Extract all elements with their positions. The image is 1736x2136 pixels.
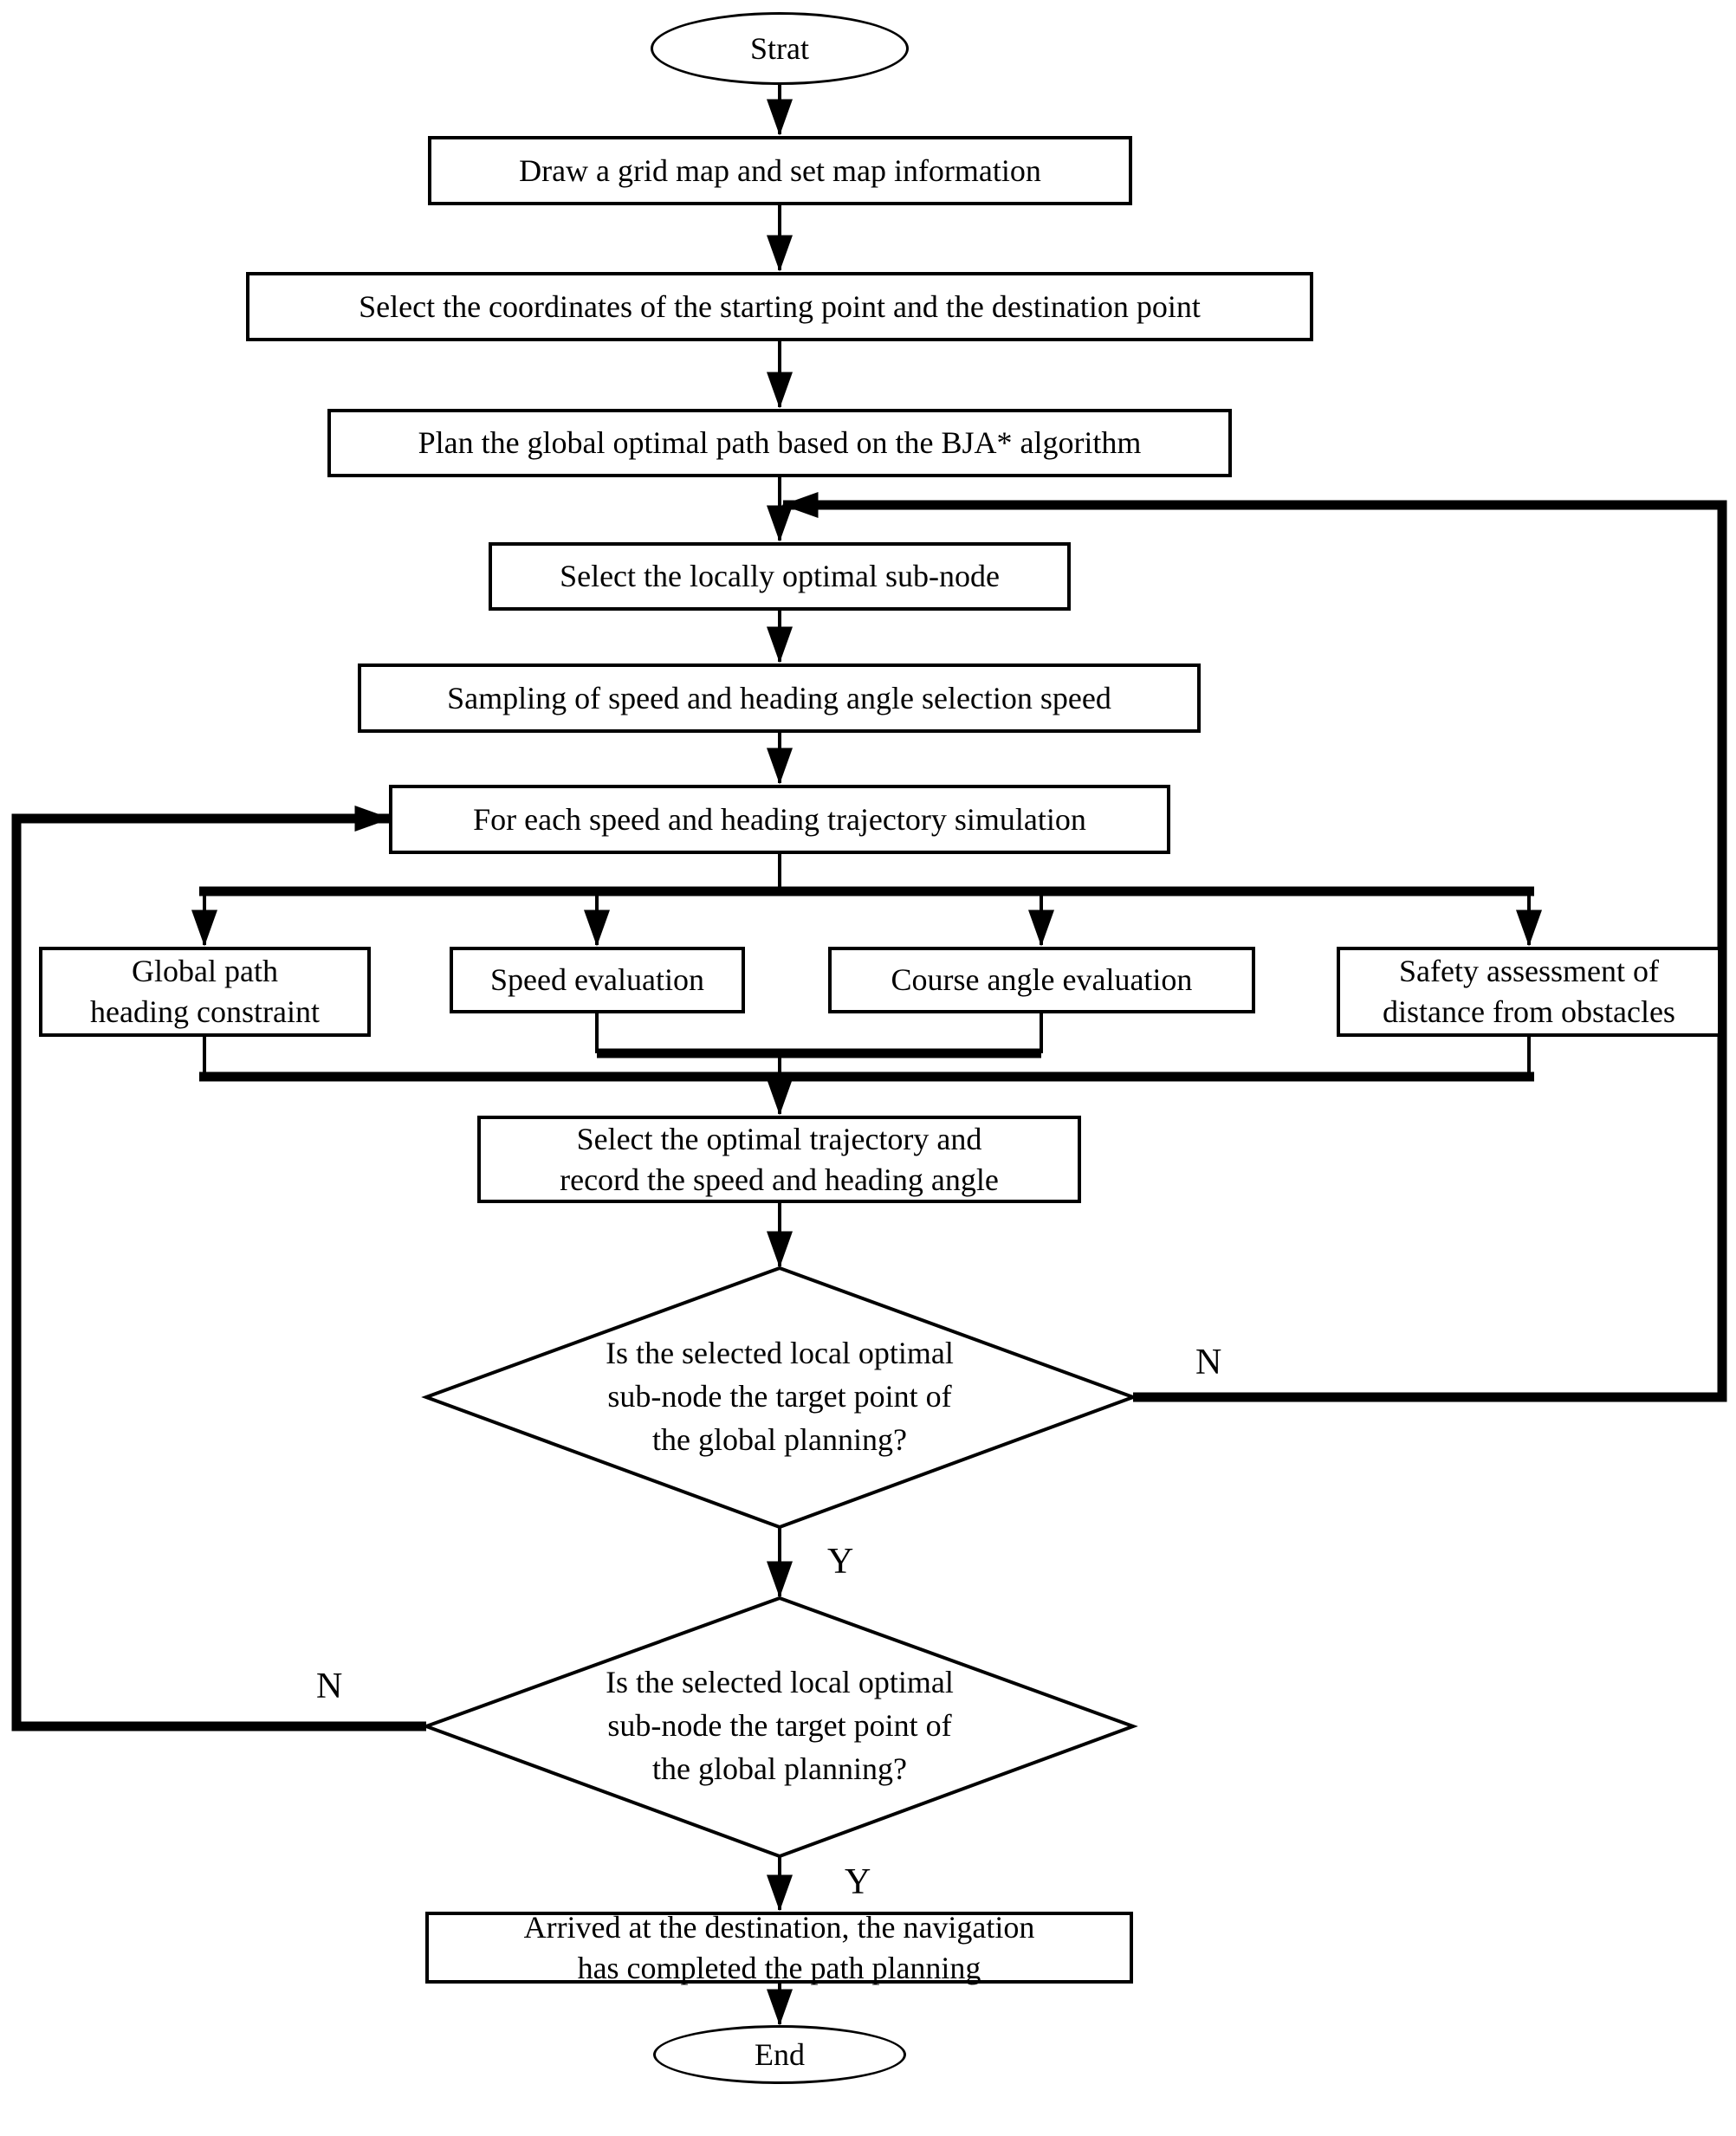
node-start-terminator: Strat — [651, 12, 909, 85]
node-select-optimal-trajectory: Select the optimal trajectory and record… — [477, 1116, 1081, 1203]
node-select-subnode: Select the locally optimal sub-node — [489, 542, 1071, 611]
edge-label-decision1-no: N — [1195, 1343, 1222, 1382]
node-global-path-heading-constraint: Global path heading constraint — [39, 947, 371, 1037]
edge-label-decision2-no: N — [316, 1667, 343, 1706]
edge-loop-right-no — [781, 492, 1727, 1402]
node-arrived-destination: Arrived at the destination, the navigati… — [425, 1910, 1133, 1985]
node-draw-grid-map: Draw a grid map and set map information — [428, 136, 1132, 205]
node-plan-global-path: Plan the global optimal path based on th… — [327, 409, 1232, 477]
node-speed-evaluation: Speed evaluation — [450, 947, 745, 1013]
edge-label-decision1-yes: Y — [827, 1542, 854, 1582]
decision1-text: Is the selected local optimal sub-node t… — [606, 1336, 954, 1457]
decision2-text: Is the selected local optimal sub-node t… — [606, 1665, 954, 1786]
node-safety-assessment: Safety assessment of distance from obsta… — [1337, 947, 1721, 1037]
node-course-angle-evaluation: Course angle evaluation — [828, 947, 1255, 1013]
edge-label-decision2-yes: Y — [845, 1862, 871, 1902]
edge-loop-left-no — [11, 806, 426, 1731]
edge-buses — [199, 886, 1534, 1082]
edges-main-flow — [191, 85, 1542, 2026]
node-end-terminator: End — [653, 2025, 906, 2084]
node-select-coordinates: Select the coordinates of the starting p… — [246, 272, 1313, 341]
node-sampling-speed-heading: Sampling of speed and heading angle sele… — [358, 663, 1201, 733]
node-for-each-trajectory-simulation: For each speed and heading trajectory si… — [389, 785, 1170, 854]
